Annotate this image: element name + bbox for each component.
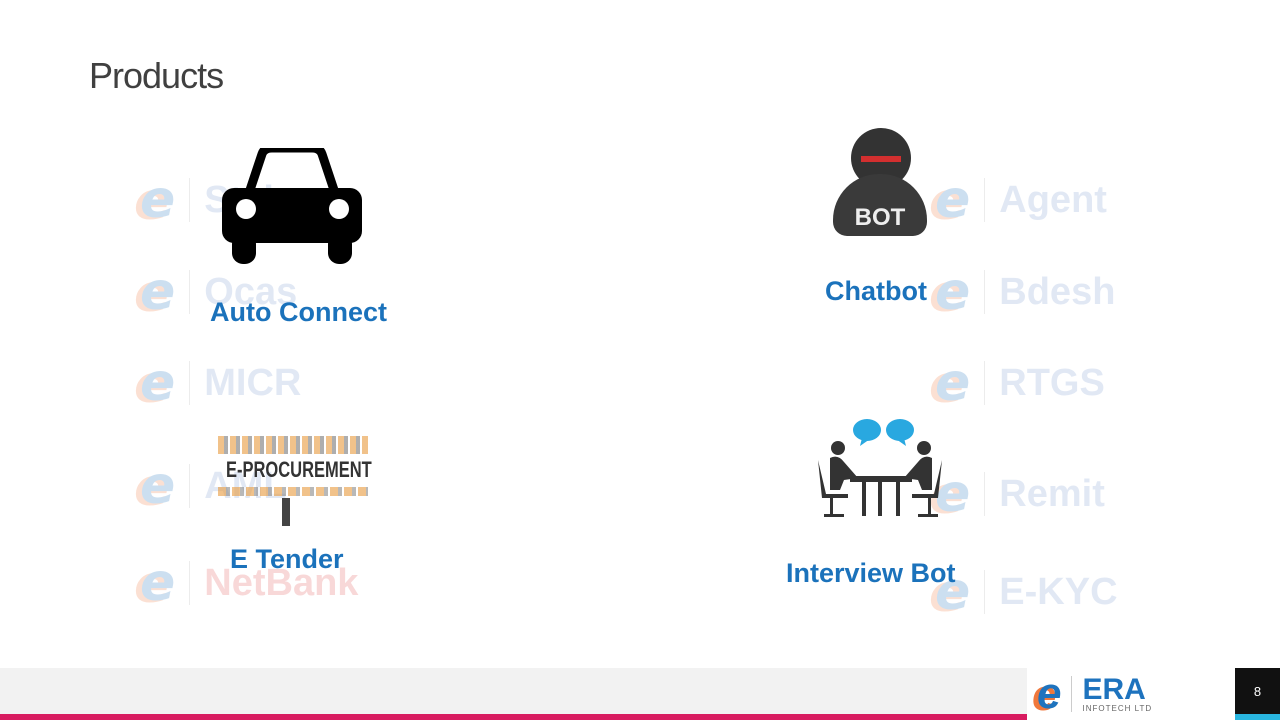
logo-divider xyxy=(1071,676,1073,712)
product-label-chatbot: Chatbot xyxy=(825,276,927,306)
page-title: Products xyxy=(89,55,224,96)
page-number: 8 xyxy=(1235,668,1280,714)
car-icon xyxy=(222,148,362,264)
bot-icon: BOT xyxy=(833,128,927,238)
brand-subtitle: INFOTECH LTD xyxy=(1082,703,1153,713)
era-e-icon: e xyxy=(1037,669,1062,718)
product-label-e-tender: E Tender xyxy=(230,544,344,574)
footer-accent-bar xyxy=(0,714,1027,720)
interview-icon xyxy=(818,419,942,517)
brand-name: ERA xyxy=(1082,672,1146,706)
product-label-interview-bot: Interview Bot xyxy=(786,558,956,588)
footer-cyan-bar xyxy=(1235,714,1280,720)
e-procurement-word-cloud: E-PROCUREMENT xyxy=(208,434,372,526)
product-label-auto-connect: Auto Connect xyxy=(210,297,387,327)
